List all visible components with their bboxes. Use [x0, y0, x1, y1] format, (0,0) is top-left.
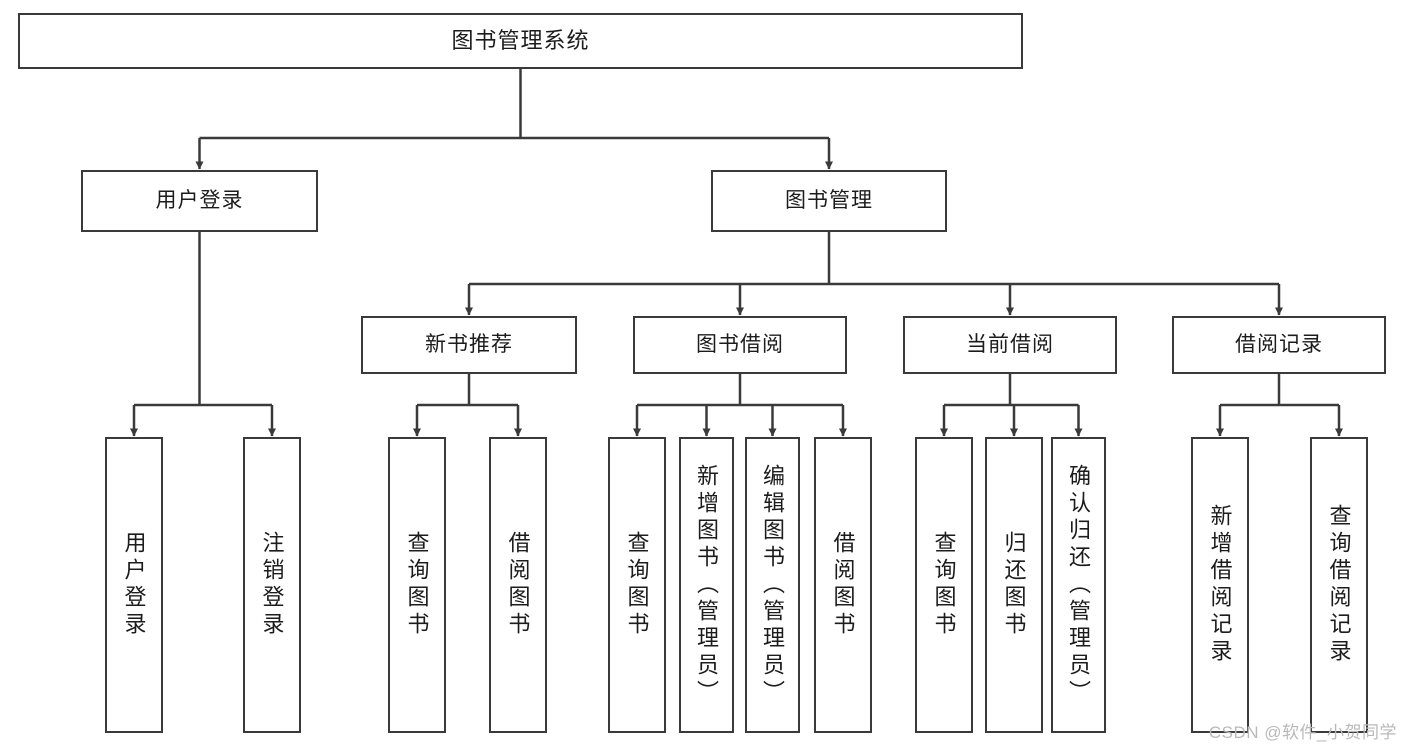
- node-label: 查询图书: [404, 531, 430, 639]
- node-label: 借阅图书: [505, 531, 531, 639]
- node-label: 查询借阅记录: [1326, 504, 1352, 666]
- node-label: 用户登录: [121, 531, 147, 639]
- node-label: 当前借阅: [966, 333, 1054, 357]
- leaf-logout[interactable]: 注销登录: [243, 437, 301, 733]
- node-label: 查询图书: [624, 531, 650, 639]
- leaf-query-books-borrowing[interactable]: 查询图书: [608, 437, 666, 733]
- node-label: 借阅图书: [830, 531, 856, 639]
- node-label: 新增借阅记录: [1207, 504, 1233, 666]
- tree-connectors: [130, 69, 1343, 437]
- node-current-borrowing[interactable]: 当前借阅: [903, 316, 1117, 374]
- leaf-add-book-admin[interactable]: 新增图书（管理员）: [679, 437, 734, 733]
- leaf-confirm-return-admin[interactable]: 确认归还（管理员）: [1051, 437, 1106, 733]
- leaf-query-borrow-record[interactable]: 查询借阅记录: [1310, 437, 1368, 733]
- leaf-query-books-current[interactable]: 查询图书: [915, 437, 973, 733]
- node-new-book-recommendation[interactable]: 新书推荐: [361, 316, 577, 374]
- watermark-text: CSDN @软件_小贺同学: [1208, 723, 1397, 742]
- node-user-login[interactable]: 用户登录: [81, 170, 318, 232]
- node-book-borrowing[interactable]: 图书借阅: [633, 316, 847, 374]
- node-label: 编辑图书（管理员）: [760, 463, 786, 707]
- node-label: 新增图书（管理员）: [694, 463, 720, 707]
- node-label: 归还图书: [1001, 531, 1027, 639]
- node-label: 用户登录: [155, 189, 244, 213]
- leaf-user-login[interactable]: 用户登录: [105, 437, 163, 733]
- node-label: 注销登录: [259, 531, 285, 639]
- node-borrowing-records[interactable]: 借阅记录: [1172, 316, 1386, 374]
- node-root-book-management-system[interactable]: 图书管理系统: [18, 13, 1023, 69]
- node-label: 查询图书: [931, 531, 957, 639]
- leaf-return-book[interactable]: 归还图书: [985, 437, 1043, 733]
- node-label: 图书管理: [785, 189, 873, 213]
- leaf-query-books-recommendation[interactable]: 查询图书: [388, 437, 446, 733]
- leaf-edit-book-admin[interactable]: 编辑图书（管理员）: [745, 437, 800, 733]
- node-label: 确认归还（管理员）: [1066, 463, 1092, 707]
- node-label: 图书管理系统: [451, 27, 590, 53]
- node-label: 图书借阅: [696, 333, 784, 357]
- node-label: 借阅记录: [1235, 333, 1323, 357]
- node-label: 新书推荐: [425, 333, 513, 357]
- node-book-management[interactable]: 图书管理: [711, 170, 947, 232]
- leaf-borrow-book[interactable]: 借阅图书: [814, 437, 872, 733]
- leaf-borrow-books-recommendation[interactable]: 借阅图书: [489, 437, 547, 733]
- leaf-add-borrow-record[interactable]: 新增借阅记录: [1191, 437, 1249, 733]
